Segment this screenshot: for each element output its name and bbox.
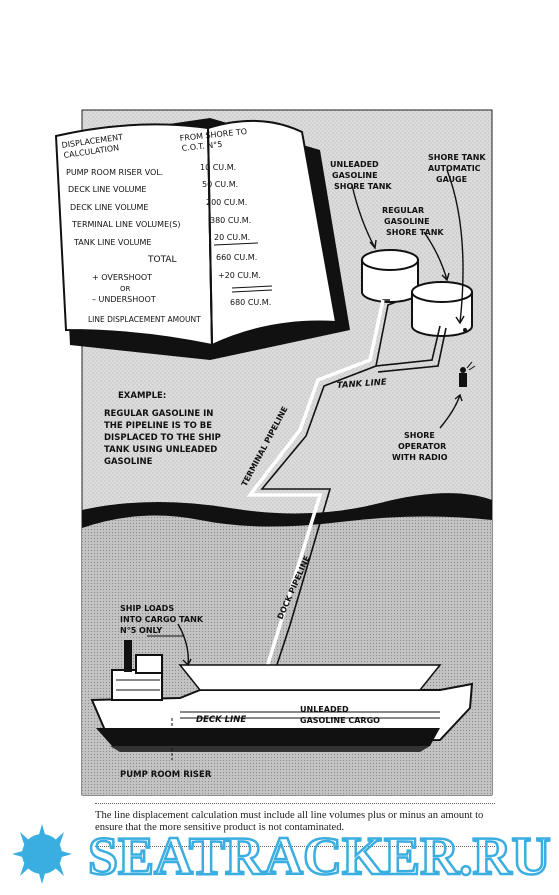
ship-loads-label-1: SHIP LOADS [120, 604, 174, 613]
shoreline [82, 493, 492, 528]
book-overshoot-3: – UNDERSHOOT [92, 295, 156, 304]
book-row-label-4: TERMINAL LINE VOLUME(S) [71, 220, 180, 229]
example-line-1: EXAMPLE: [118, 391, 166, 401]
automatic-gauge-dot [463, 328, 467, 332]
gauge-label-2: AUTOMATIC [428, 164, 481, 173]
book-row-label-2: DECK LINE VOLUME [68, 185, 147, 194]
regular-tank-label-1: REGULAR [382, 206, 424, 215]
example-line-6: GASOLINE [104, 457, 153, 467]
unleaded-tank-label-2: GASOLINE [332, 171, 378, 180]
shore-operator-label-1: SHORE [404, 431, 435, 440]
deck-line-label: DECK LINE [196, 715, 246, 725]
example-line-5: TANK USING UNLEADED [104, 445, 217, 455]
book-row-value-2: 50 CU.M. [202, 180, 238, 189]
tank-line-label: TANK LINE [337, 378, 388, 391]
book-row-value-4: 380 CU.M. [210, 216, 251, 225]
pipeline-fill [246, 299, 385, 684]
watermark-text: SEATRACKER.RU [88, 826, 551, 886]
ship-loads-label-2: INTO CARGO TANK [120, 615, 204, 624]
book-overshoot-value: +20 CU.M. [218, 271, 261, 280]
caption-top-rule [95, 803, 495, 804]
book-illustration [54, 118, 350, 360]
seatracker-watermark: SEATRACKER.RU [12, 824, 552, 887]
figure-caption: The line displacement calculation must i… [95, 810, 484, 833]
unleaded-tank-label-3: SHORE TANK [334, 182, 392, 191]
shore-operator-label-2: OPERATOR [398, 442, 446, 451]
unleaded-shore-tank [361, 249, 419, 303]
caption-bottom-rule [95, 846, 495, 847]
example-line-4: DISPLACED TO THE SHIP [104, 433, 221, 443]
book-row-label-1: PUMP ROOM RISER VOL. [66, 168, 163, 177]
example-line-2: REGULAR GASOLINE IN [104, 409, 213, 419]
pump-room-riser-label: PUMP ROOM RISER [120, 770, 212, 780]
unleaded-cargo-label-2: GASOLINE CARGO [300, 716, 380, 725]
sun-logo-icon [12, 824, 72, 884]
regular-tank-label-3: SHORE TANK [386, 228, 444, 237]
book-result-value: 680 CU.M. [230, 298, 271, 307]
ship-loads-label-3: N°5 ONLY [120, 626, 162, 635]
book-right-header-2: C.O.T. N°5 [181, 140, 222, 153]
total-underline [213, 242, 259, 246]
shore-operator-label-3: WITH RADIO [392, 453, 448, 462]
unleaded-cargo-label-1: UNLEADED [300, 705, 349, 714]
gauge-label-1: SHORE TANK [428, 153, 486, 162]
book-result-label: LINE DISPLACEMENT AMOUNT [88, 315, 201, 324]
book-total-label: TOTAL [147, 255, 177, 265]
book-row-label-5: TANK LINE VOLUME [73, 238, 151, 247]
gauge-label-3: GAUGE [436, 175, 467, 184]
tanker-ship [90, 640, 474, 760]
unleaded-tank-label-1: UNLEADED [330, 160, 379, 169]
example-line-3: THE PIPELINE IS TO BE [104, 421, 212, 431]
book-total-value: 660 CU.M. [216, 253, 257, 262]
book-overshoot-2: OR [120, 285, 131, 293]
book-row-value-1: 10 CU.M. [200, 163, 236, 172]
book-row-value-5: 20 CU.M. [214, 233, 250, 242]
book-row-label-3: DECK LINE VOLUME [70, 203, 149, 212]
result-double-line-1 [231, 285, 273, 289]
regular-tank-label-2: GASOLINE [384, 217, 430, 226]
result-double-line-2 [231, 289, 273, 293]
annotation-arrows [177, 169, 465, 667]
book-overshoot-1: + OVERSHOOT [92, 273, 152, 282]
regular-shore-tank [411, 281, 473, 337]
shore-operator-figure [459, 361, 476, 387]
book-row-value-3: 200 CU.M. [206, 198, 247, 207]
